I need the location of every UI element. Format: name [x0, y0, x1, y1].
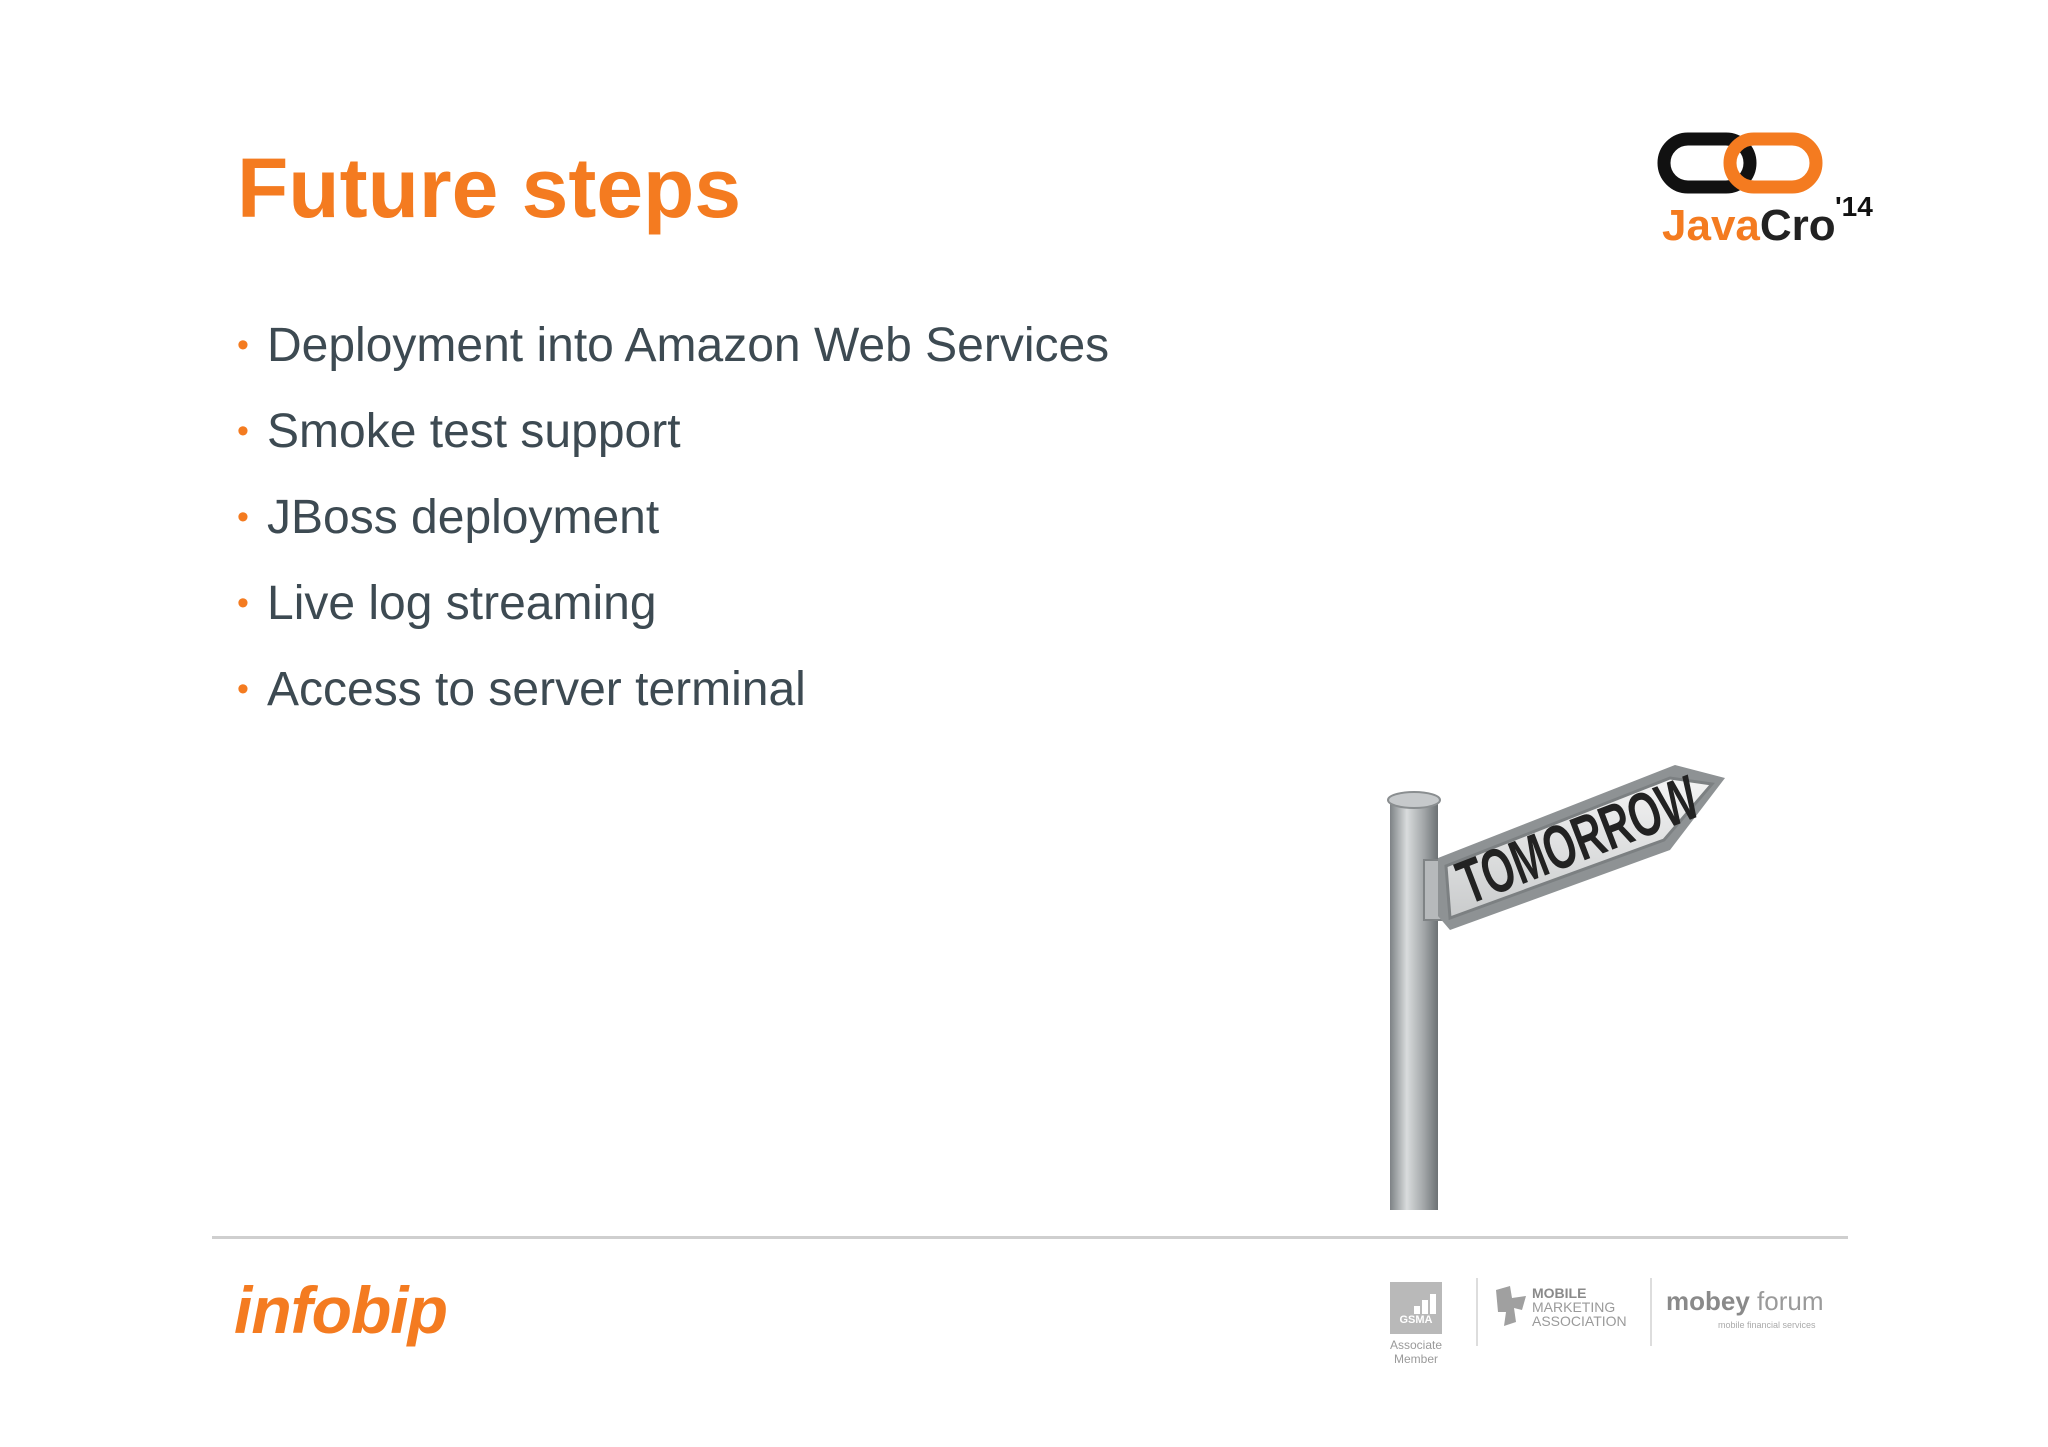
- bullet-dot-icon: •: [237, 497, 249, 536]
- footer-divider: [212, 1236, 1848, 1239]
- mobey-tagline: mobile financial services: [1718, 1320, 1816, 1330]
- bullet-dot-icon: •: [237, 669, 249, 708]
- bullet-dot-icon: •: [237, 583, 249, 622]
- partner-separator: [1650, 1278, 1652, 1346]
- bullet-dot-icon: •: [237, 325, 249, 364]
- signal-bars-icon: [1414, 1294, 1436, 1314]
- bullet-text: Deployment into Amazon Web Services: [267, 318, 1110, 372]
- mobey-rest: forum: [1749, 1286, 1824, 1316]
- bullet-item: • Live log streaming: [237, 560, 1109, 646]
- bullet-list: • Deployment into Amazon Web Services • Sm…: [237, 302, 1109, 732]
- gsma-sub-line: Associate: [1389, 1338, 1443, 1352]
- mma-line: MARKETING: [1532, 1299, 1616, 1315]
- chain-link-icon: [1657, 132, 1823, 194]
- bullet-text: JBoss deployment: [267, 490, 660, 544]
- mma-line: MOBILE: [1532, 1285, 1587, 1301]
- javacro-year: '14: [1835, 191, 1873, 222]
- javacro-cro: Cro: [1759, 201, 1836, 250]
- partner-logos: GSMA Associate Member MOBILE MARKETING A…: [1380, 1270, 1850, 1380]
- mma-logo-text: MOBILE MARKETING ASSOCIATION: [1532, 1286, 1627, 1328]
- gsma-logo: [1390, 1282, 1442, 1334]
- bullet-item: • JBoss deployment: [237, 474, 1109, 560]
- bullet-item: • Smoke test support: [237, 388, 1109, 474]
- partner-separator: [1476, 1278, 1478, 1346]
- tomorrow-signpost-image: TOMORROW: [1387, 763, 1725, 1210]
- bullet-item: • Deployment into Amazon Web Services: [237, 302, 1109, 388]
- slide-title: Future steps: [237, 141, 742, 235]
- javacro-java: Java: [1662, 201, 1760, 250]
- mobey-bold: mobey: [1666, 1286, 1750, 1316]
- gsma-label: GSMA: [1399, 1314, 1433, 1326]
- javacro-wordmark: JavaCro: [1662, 203, 1836, 249]
- gsma-subtitle: Associate Member: [1384, 1338, 1448, 1366]
- gsma-sub-line: Member: [1393, 1352, 1438, 1366]
- sign-text: TOMORROW: [1448, 763, 1708, 918]
- mma-logo-icon: [1496, 1286, 1526, 1326]
- mobey-forum-logo: mobey forum: [1666, 1286, 1824, 1317]
- bullet-item: • Access to server terminal: [237, 646, 1109, 732]
- bullet-dot-icon: •: [237, 411, 249, 450]
- infobip-logo: infobip: [234, 1273, 448, 1347]
- bullet-text: Live log streaming: [267, 576, 657, 630]
- bullet-text: Access to server terminal: [267, 662, 806, 716]
- bullet-text: Smoke test support: [267, 404, 681, 458]
- javacro-logo: JavaCro '14: [1650, 125, 1880, 255]
- mma-line: ASSOCIATION: [1532, 1313, 1627, 1329]
